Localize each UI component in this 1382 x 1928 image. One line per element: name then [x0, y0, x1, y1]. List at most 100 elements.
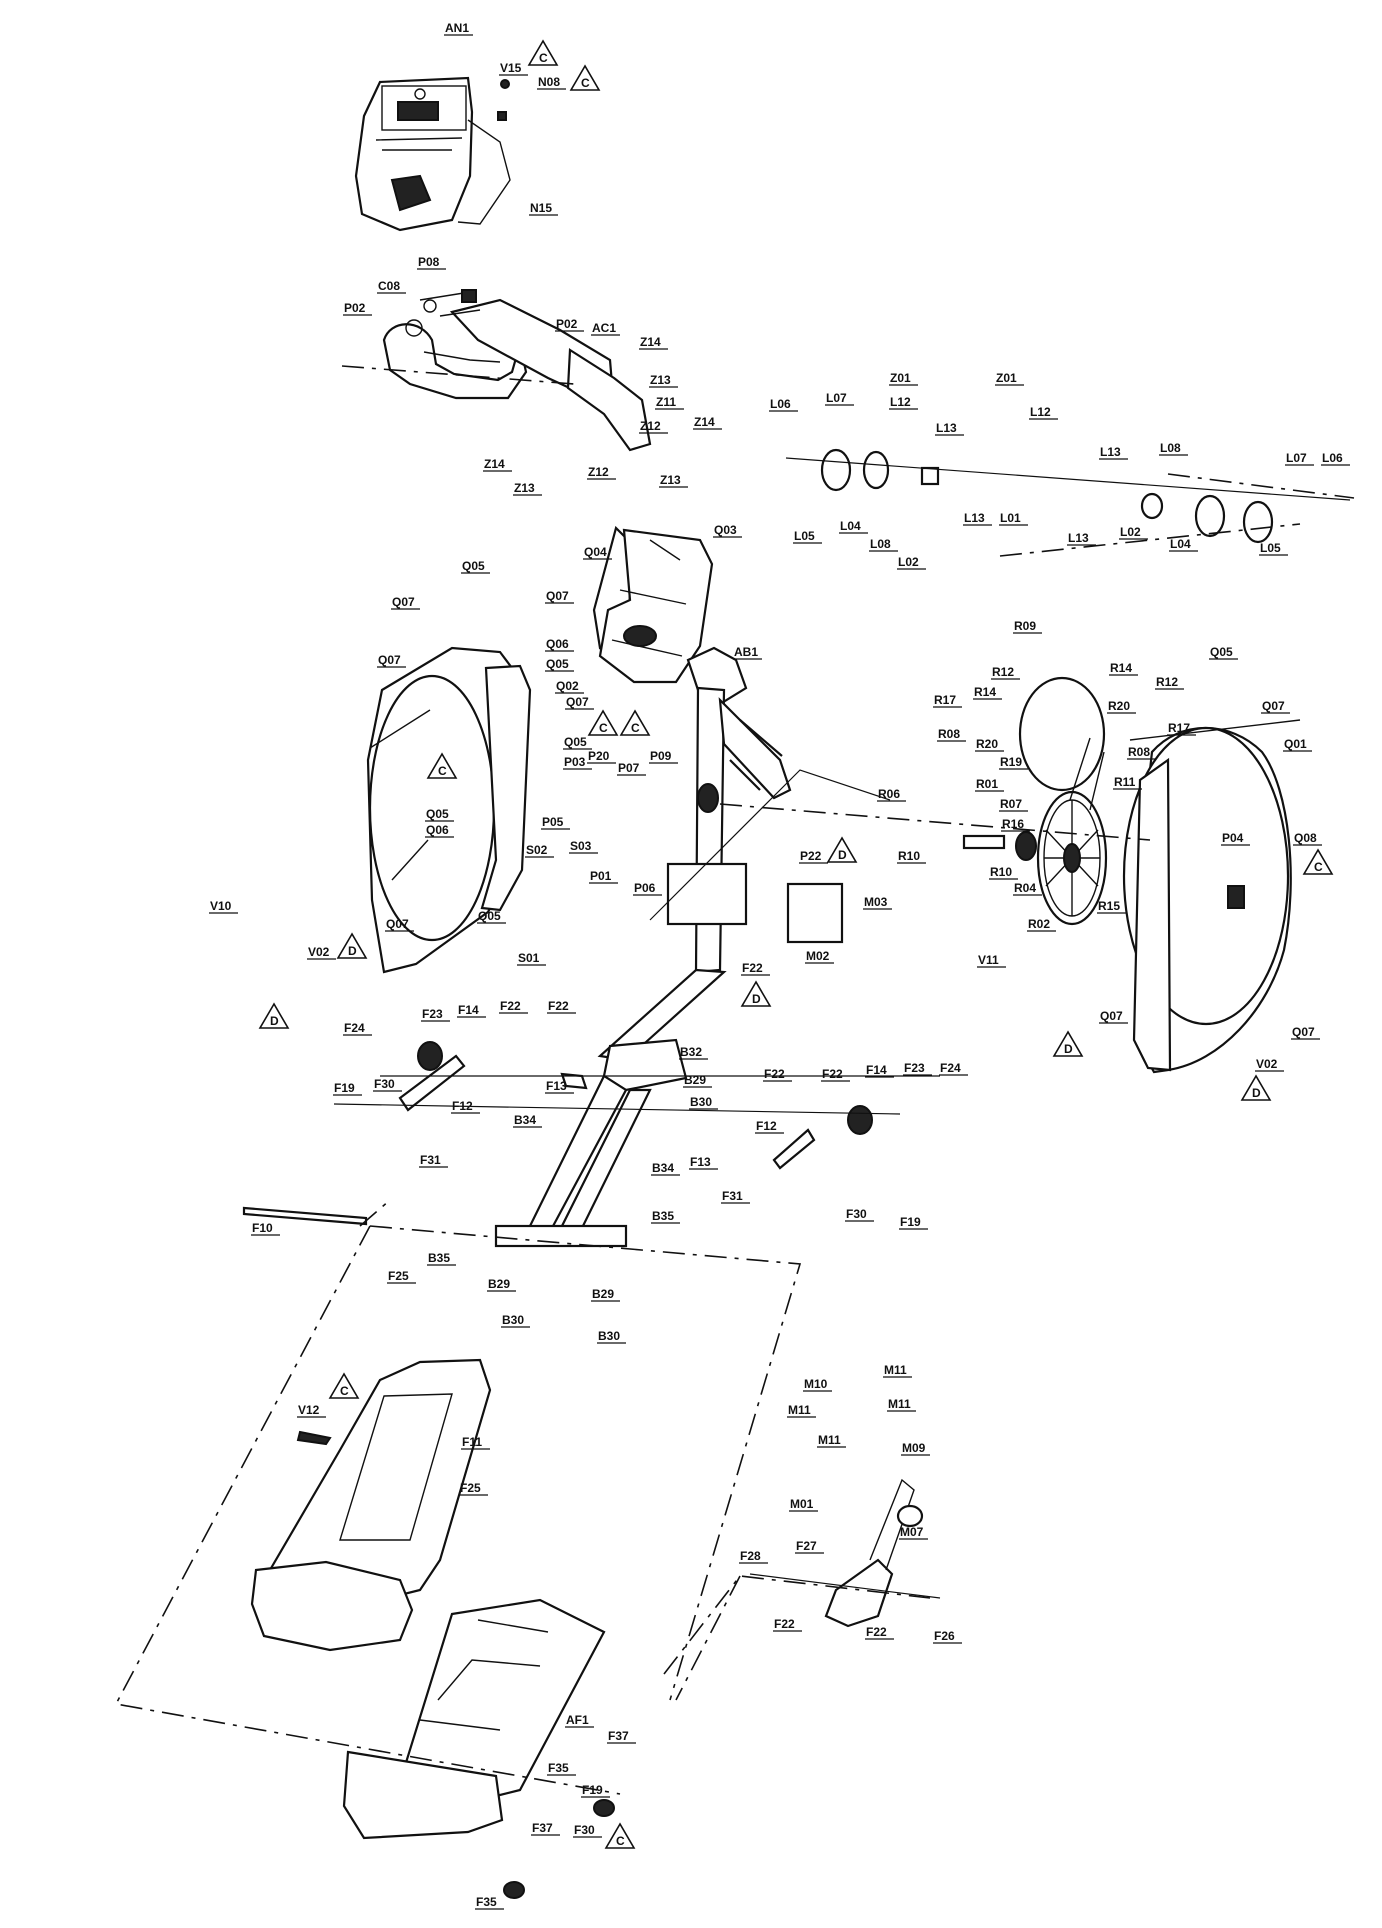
- part-label-f22: F22: [763, 1067, 792, 1082]
- part-label-q07: Q07: [545, 589, 574, 604]
- part-label-text: F22: [548, 999, 569, 1013]
- part-label-p09: P09: [649, 749, 678, 764]
- part-label-p22: P22: [799, 849, 828, 864]
- part-label-text: L12: [890, 395, 911, 409]
- part-label-f27: F27: [795, 1539, 824, 1554]
- part-label-text: L06: [770, 397, 791, 411]
- part-label-text: R14: [1110, 661, 1132, 675]
- part-label-text: R15: [1098, 899, 1120, 913]
- part-label-q07: Q07: [1291, 1025, 1320, 1040]
- part-label-f30: F30: [845, 1207, 874, 1222]
- part-label-text: Q05: [564, 735, 587, 749]
- triangle-shape: [426, 752, 458, 779]
- part-label-text: Q05: [546, 657, 569, 671]
- part-label-f22: F22: [773, 1617, 802, 1632]
- part-label-text: Q07: [566, 695, 589, 709]
- triangle-letter: D: [752, 992, 761, 1006]
- part-label-p05: P05: [541, 815, 570, 830]
- part-label-f37: F37: [607, 1729, 636, 1744]
- part-label-m11: M11: [817, 1433, 846, 1448]
- part-label-text: M10: [804, 1377, 828, 1391]
- part-label-text: F37: [532, 1821, 553, 1835]
- part-label-text: P02: [556, 317, 578, 331]
- part-label-r19: R19: [999, 755, 1028, 770]
- part-label-q05: Q05: [425, 807, 454, 822]
- part-label-text: L07: [1286, 451, 1307, 465]
- note-triangle-c: C: [527, 39, 559, 66]
- part-label-b29: B29: [591, 1287, 620, 1302]
- part-label-text: R20: [976, 737, 998, 751]
- note-triangle-c: C: [328, 1372, 360, 1399]
- part-label-r08: R08: [1127, 745, 1156, 760]
- part-label-text: M11: [884, 1363, 907, 1377]
- part-label-text: L02: [1120, 525, 1141, 539]
- triangle-letter: D: [270, 1014, 279, 1028]
- part-label-text: P22: [800, 849, 822, 863]
- part-label-r02: R02: [1027, 917, 1056, 932]
- note-triangle-c: C: [587, 709, 619, 736]
- part-label-text: R17: [1168, 721, 1190, 735]
- part-label-text: V10: [210, 899, 232, 913]
- part-label-text: F23: [422, 1007, 443, 1021]
- part-label-text: L13: [964, 511, 985, 525]
- part-label-b30: B30: [501, 1313, 530, 1328]
- note-triangle-c: C: [604, 1822, 636, 1849]
- part-label-l02: L02: [1119, 525, 1148, 540]
- triangle-shape: [740, 980, 772, 1007]
- part-label-text: L12: [1030, 405, 1051, 419]
- triangle-shape: [826, 836, 858, 863]
- part-label-text: F37: [608, 1729, 629, 1743]
- part-label-q04: Q04: [583, 545, 612, 560]
- part-label-text: AB1: [734, 645, 758, 659]
- part-label-text: P07: [618, 761, 640, 775]
- part-label-z14: Z14: [693, 415, 722, 430]
- part-label-z12: Z12: [587, 465, 616, 480]
- part-label-text: Q07: [1292, 1025, 1315, 1039]
- part-label-p04: P04: [1221, 831, 1250, 846]
- triangle-shape: [527, 39, 559, 66]
- part-label-f31: F31: [721, 1189, 750, 1204]
- part-label-q05: Q05: [563, 735, 592, 750]
- part-label-text: F10: [252, 1221, 273, 1235]
- part-label-text: S02: [526, 843, 548, 857]
- part-label-l12: L12: [1029, 405, 1058, 420]
- part-label-q05: Q05: [1209, 645, 1238, 660]
- part-label-z13: Z13: [649, 373, 678, 388]
- part-label-text: F28: [740, 1549, 761, 1563]
- part-label-text: Z12: [588, 465, 609, 479]
- part-label-text: R01: [976, 777, 998, 791]
- part-label-text: L08: [870, 537, 891, 551]
- part-label-b30: B30: [597, 1329, 626, 1344]
- part-label-text: B35: [652, 1209, 674, 1223]
- note-triangle-c: C: [1302, 848, 1334, 875]
- part-label-text: R16: [1002, 817, 1024, 831]
- part-label-text: F31: [722, 1189, 743, 1203]
- triangle-letter: D: [838, 848, 847, 862]
- part-label-f12: F12: [755, 1119, 784, 1134]
- part-label-z11: Z11: [655, 395, 684, 410]
- part-label-text: M11: [888, 1397, 911, 1411]
- part-label-v11: V11: [977, 953, 1006, 968]
- part-label-text: F11: [462, 1435, 482, 1449]
- part-label-q06: Q06: [545, 637, 574, 652]
- part-label-text: P09: [650, 749, 672, 763]
- part-label-p07: P07: [617, 761, 646, 776]
- triangle-letter: C: [616, 1834, 625, 1848]
- part-label-z13: Z13: [513, 481, 542, 496]
- part-label-q05: Q05: [461, 559, 490, 574]
- part-label-text: AF1: [566, 1713, 589, 1727]
- note-triangle-c: C: [426, 752, 458, 779]
- part-label-ab1: AB1: [733, 645, 762, 660]
- part-label-s01: S01: [517, 951, 546, 966]
- part-label-p06: P06: [633, 881, 662, 896]
- part-label-text: F13: [690, 1155, 711, 1169]
- part-label-f22: F22: [499, 999, 528, 1014]
- part-label-p08: P08: [417, 255, 446, 270]
- part-label-r10: R10: [989, 865, 1018, 880]
- part-label-f24: F24: [343, 1021, 372, 1036]
- part-label-q07: Q07: [377, 653, 406, 668]
- note-triangle-d: D: [336, 932, 368, 959]
- part-label-l08: L08: [869, 537, 898, 552]
- part-label-f13: F13: [545, 1079, 574, 1094]
- part-label-text: B30: [502, 1313, 524, 1327]
